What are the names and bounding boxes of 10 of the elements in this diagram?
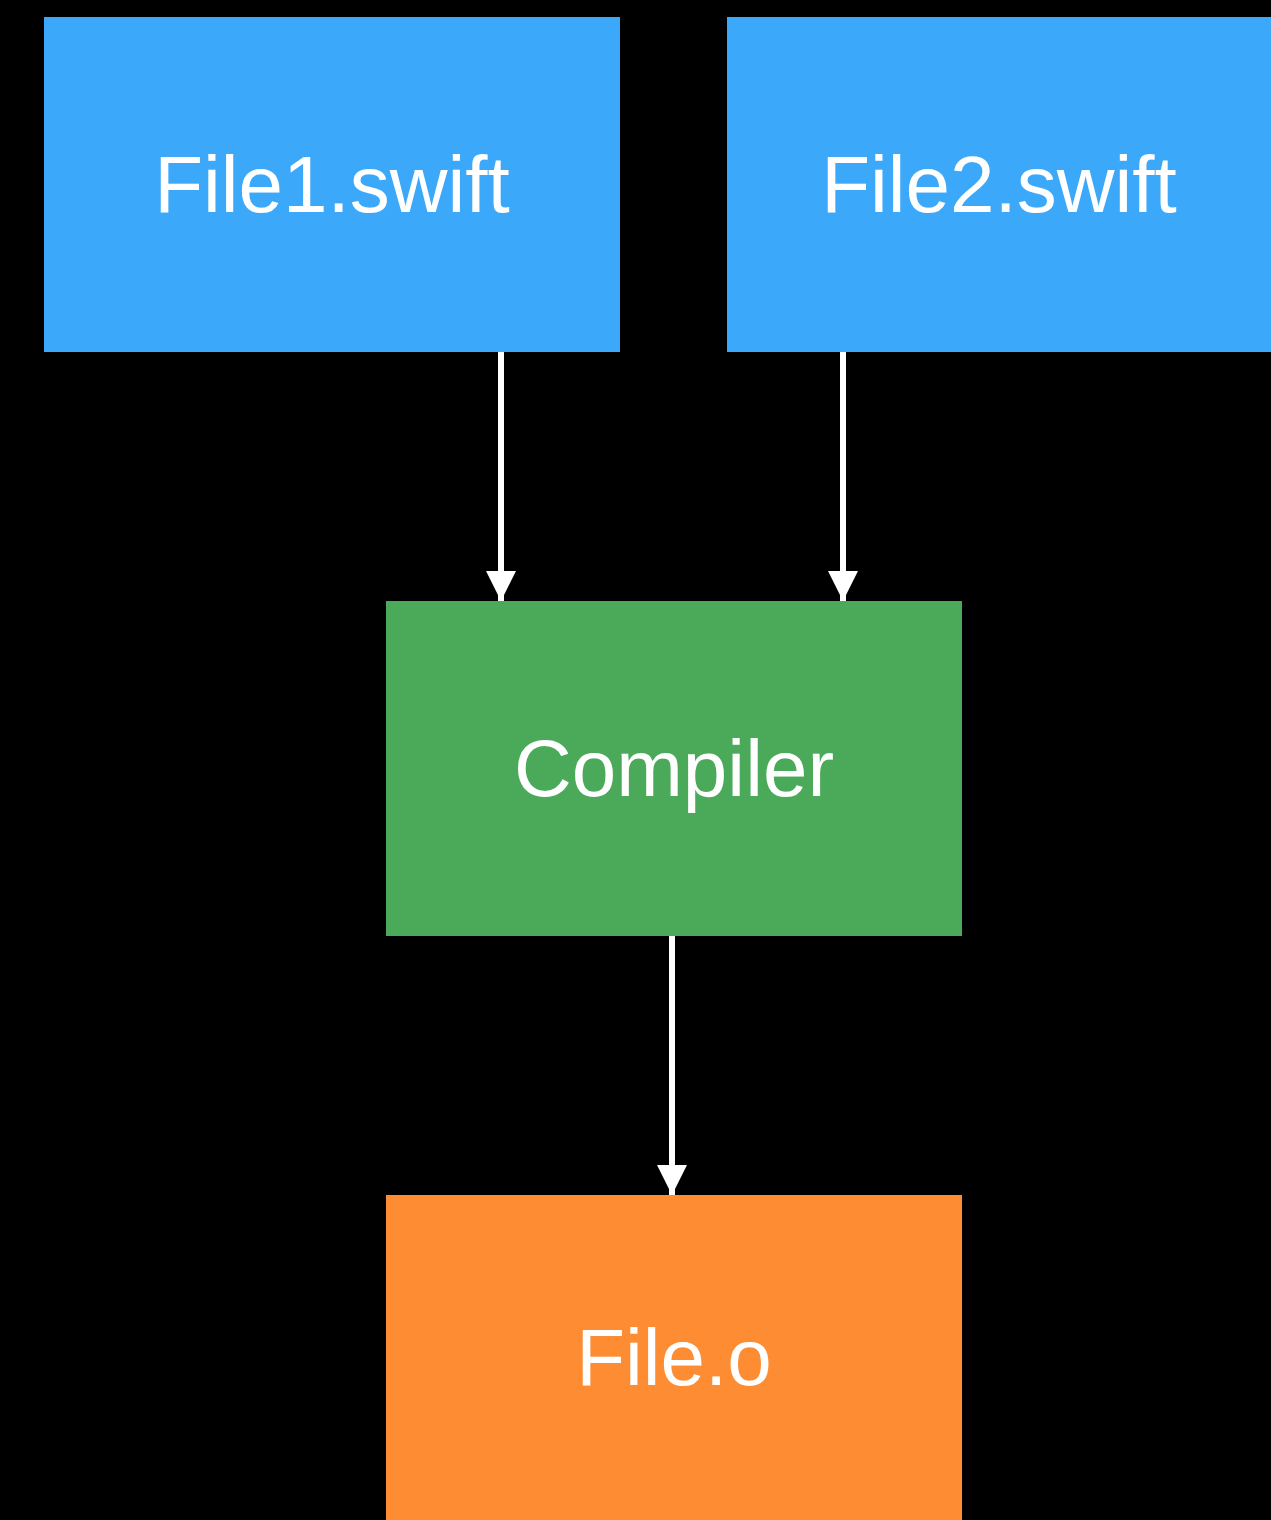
process-box [386,601,962,936]
box-label: File2.swift [821,144,1177,225]
process-box [727,17,1271,352]
process-box [386,1195,962,1520]
arrow [486,352,516,601]
arrow [828,352,858,601]
arrow [657,936,687,1195]
box-label: File.o [576,1317,772,1398]
box-label: File1.swift [154,144,510,225]
process-box [44,17,620,352]
